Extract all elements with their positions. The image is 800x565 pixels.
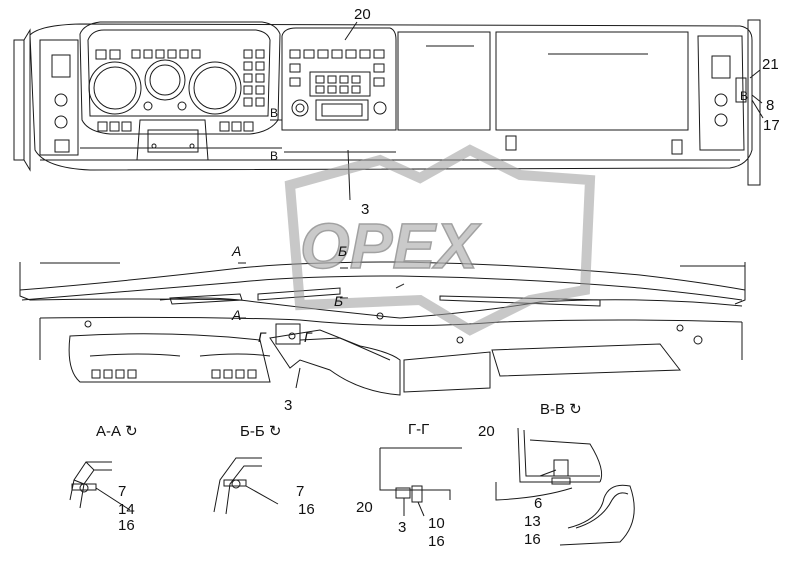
section-vv — [495, 427, 635, 546]
label-21: 21 — [762, 56, 779, 73]
watermark-logo: OPEX — [284, 144, 596, 336]
label-3-top: 3 — [361, 201, 370, 218]
section-vv-6: 6 — [534, 495, 543, 512]
section-bb-7: 7 — [296, 483, 305, 500]
section-gg — [379, 447, 462, 517]
label-b-right: B — [740, 89, 749, 103]
label-3-bottom: 3 — [284, 397, 293, 414]
section-gg-20: 20 — [356, 499, 373, 516]
section-bb-title: Б-Б ↻ — [240, 423, 282, 440]
label-17: 17 — [763, 117, 780, 134]
label-g-1: Г — [258, 329, 266, 345]
svg-text:OPEX: OPEX — [300, 210, 481, 282]
section-aa-title: А-А ↻ — [96, 423, 138, 440]
section-aa-7: 7 — [118, 483, 127, 500]
section-aa-16: 16 — [118, 517, 135, 534]
section-aa-14: 14 — [118, 501, 135, 518]
section-gg-3: 3 — [398, 519, 407, 536]
label-b-sec-2: Б — [334, 293, 344, 309]
label-8: 8 — [766, 97, 775, 114]
label-b-mid-2: B — [270, 149, 279, 163]
section-bb — [213, 457, 279, 515]
plan-view — [19, 149, 746, 396]
section-gg-10: 10 — [428, 515, 445, 532]
label-g-2: Г — [304, 329, 312, 345]
label-a-1: A — [232, 243, 242, 259]
section-vv-13: 13 — [524, 513, 541, 530]
section-vv-16: 16 — [524, 531, 541, 548]
label-b-mid-1: B — [270, 106, 279, 120]
section-aa — [69, 461, 131, 511]
label-a-2: A — [232, 307, 242, 323]
label-b-sec-1: Б — [338, 243, 348, 259]
section-gg-title: Г-Г — [408, 421, 430, 438]
section-vv-title: В-В ↻ — [540, 401, 582, 418]
section-bb-16: 16 — [298, 501, 315, 518]
label-20-top: 20 — [354, 6, 371, 23]
section-vv-20: 20 — [478, 423, 495, 440]
section-gg-16: 16 — [428, 533, 445, 550]
